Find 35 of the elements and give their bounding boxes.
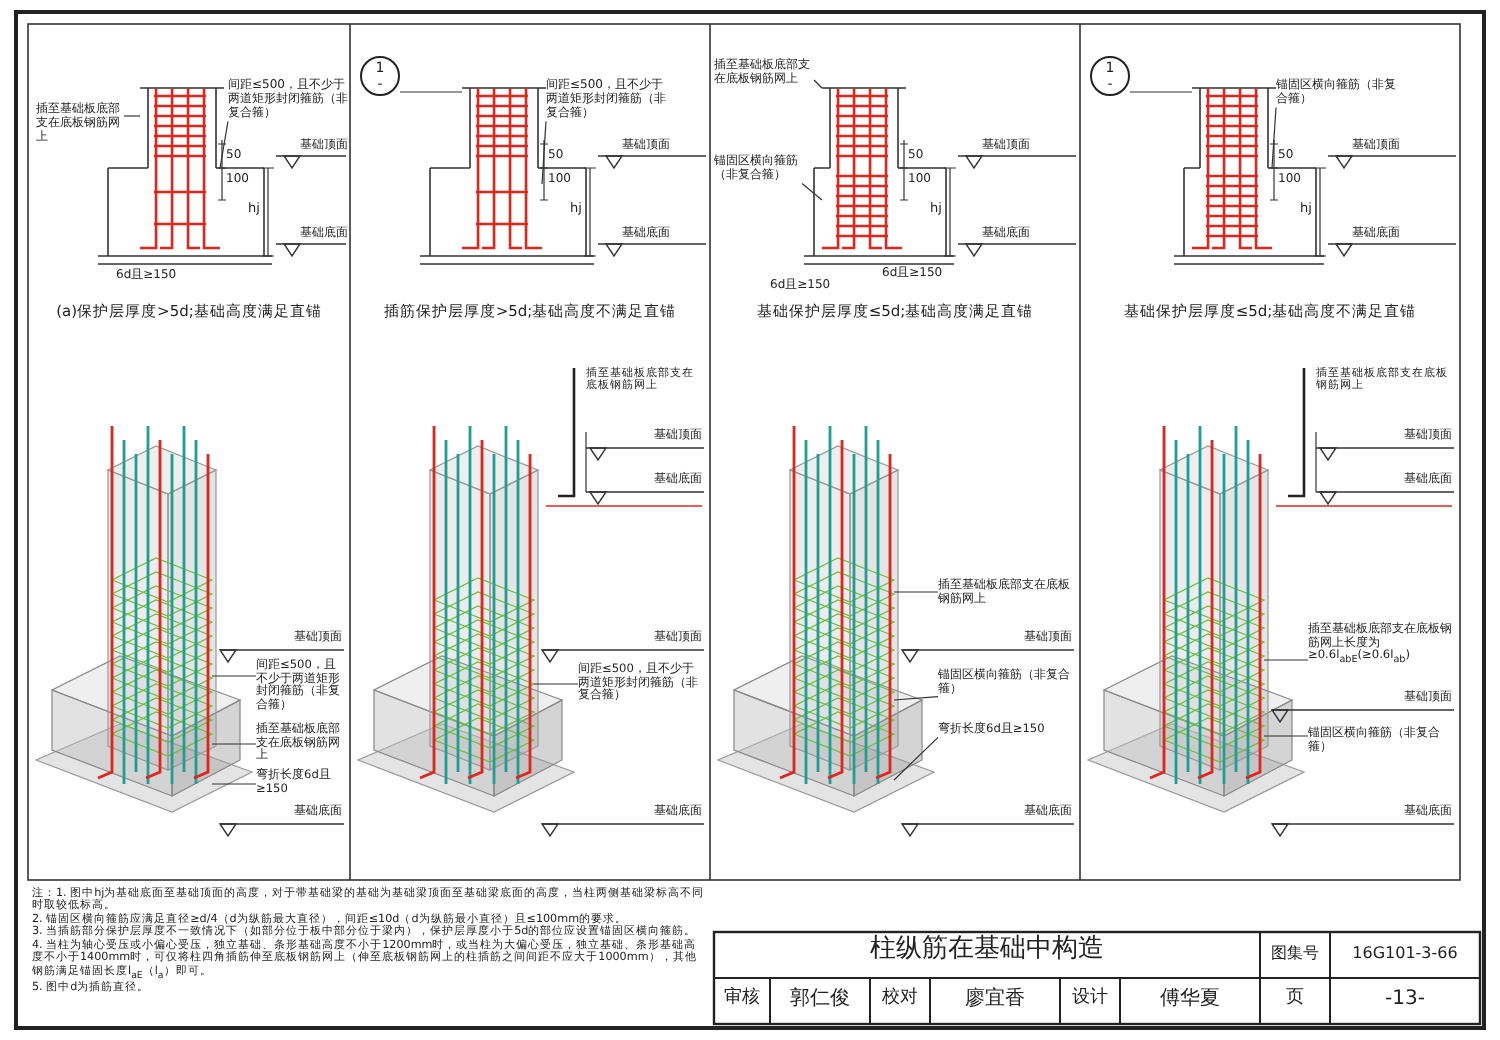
rebar-cage-section-drawing	[460, 86, 544, 250]
rebar-cage-3d-drawing	[779, 426, 896, 784]
leader-line	[211, 783, 257, 785]
rebar-cage-section-drawing	[138, 86, 222, 250]
leader-line	[533, 683, 579, 685]
leader-line	[813, 79, 823, 89]
rebar-cage-section-drawing	[1190, 86, 1274, 250]
leader-line	[541, 120, 547, 185]
field-value: 郭仁俊	[788, 988, 852, 1011]
leader-line	[893, 591, 939, 593]
field-value: 16G101-3-66	[1350, 944, 1460, 963]
rebar-cage-3d-drawing	[1149, 426, 1266, 784]
leader-line	[801, 182, 823, 201]
leader-line	[211, 675, 257, 677]
leader-line	[1271, 106, 1277, 169]
leader-line	[1263, 735, 1309, 737]
rebar-cage-3d-drawing	[97, 426, 214, 784]
field-label: 审核	[722, 988, 762, 1009]
leader-line	[399, 91, 463, 93]
drawing-title: 柱纵筋在基础中构造	[868, 936, 1106, 966]
field-label: 图集号	[1269, 944, 1321, 963]
leader-line	[893, 696, 939, 701]
field-value: 傅华夏	[1158, 988, 1222, 1011]
leader-line	[1129, 91, 1193, 93]
field-label: 设计	[1070, 988, 1110, 1009]
rebar-cage-section-drawing	[820, 86, 904, 250]
leader-line	[211, 743, 257, 745]
leader-line	[123, 115, 141, 117]
field-value: 廖宜香	[963, 988, 1027, 1011]
field-label: 页	[1284, 988, 1306, 1009]
field-label: 校对	[880, 988, 920, 1009]
rebar-cage-3d-drawing	[419, 426, 536, 784]
leader-line	[219, 120, 229, 169]
field-value: -13-	[1383, 988, 1427, 1011]
leader-line	[1263, 659, 1309, 661]
